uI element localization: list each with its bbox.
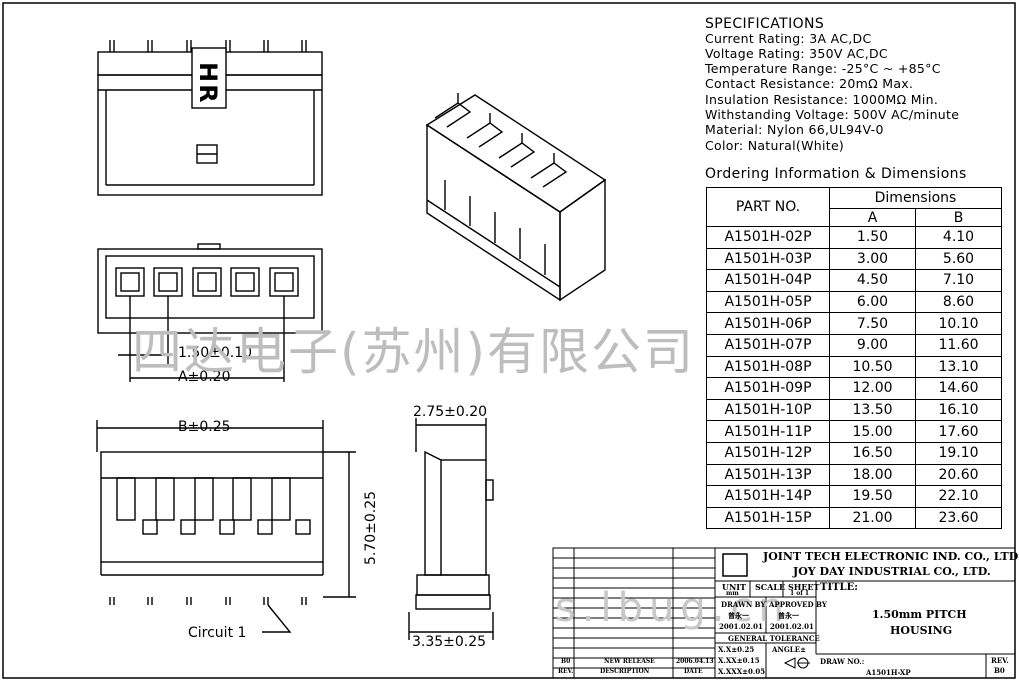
tolerance-3: X.XXX±0.05 <box>718 667 766 676</box>
date-header: DATE <box>684 668 703 675</box>
specifications-title: SPECIFICATIONS <box>705 16 825 32</box>
rev-row-rev: B0 <box>561 658 571 665</box>
description-header: DESCRIPTION <box>600 668 650 675</box>
width-dimension: 3.35±0.25 <box>412 634 487 650</box>
depth-dimension: 2.75±0.20 <box>413 404 488 420</box>
tolerance-2: X.XX±0.15 <box>718 656 760 665</box>
bottom-view <box>97 243 323 382</box>
front-elevation <box>96 420 356 633</box>
a-dimension: A±0.20 <box>178 369 231 385</box>
drawn-label: DRAWN BY <box>721 600 766 609</box>
col-b-header: B <box>915 208 1002 227</box>
drawn-name: 曾永一 <box>728 611 749 620</box>
drawing-title-2: HOUSING <box>890 624 953 637</box>
rev-value: B0 <box>994 666 1005 675</box>
rev-row-date: 2006.04.13 <box>676 658 714 665</box>
spec-line: Temperature Range: -25°C ~ +85°C <box>705 61 941 76</box>
isometric-view <box>425 93 607 302</box>
tolerance-label: GENERAL TOLERANCE <box>728 634 820 643</box>
spec-line: Color: Natural(White) <box>705 138 845 153</box>
angle-label: ANGLE± <box>772 645 806 654</box>
unit-value: mm <box>726 590 739 597</box>
title-block <box>552 547 1016 679</box>
spec-line: Insulation Resistance: 1000MΩ Min. <box>705 92 939 107</box>
rev-row-desc: NEW RELEASE <box>604 658 655 665</box>
spec-line: Material: Nylon 66,UL94V-0 <box>705 122 884 137</box>
rev-label: REV. <box>991 656 1009 665</box>
top-view <box>97 40 323 196</box>
company-name-1: JOINT TECH ELECTRONIC IND. CO., LTD. <box>763 550 1019 563</box>
pitch-dimension: 1.50±0.10 <box>178 345 253 361</box>
rev-header: REV. <box>558 668 574 675</box>
b-dimension: B±0.25 <box>178 419 231 435</box>
part-number-header: PART NO. <box>706 187 830 227</box>
draw-no-label: DRAW NO.: <box>820 657 865 666</box>
company-name-2: JOY DAY INDUSTRIAL CO., LTD. <box>793 565 991 578</box>
unit-label: UNIT <box>722 582 746 592</box>
title-label: TITLE: <box>820 582 858 593</box>
watermark: 四达电子(苏州)有限公司 <box>132 323 696 381</box>
spec-line: Contact Resistance: 20mΩ Max. <box>705 76 914 91</box>
drawn-date: 2001.02.01 <box>719 622 763 631</box>
scale-label: SCALE <box>755 582 786 592</box>
spec-line: Withstanding Voltage: 500V AC/minute <box>705 107 960 122</box>
draw-no-value: A1501H-XP <box>866 668 911 677</box>
approved-name: 曾永一 <box>778 611 799 620</box>
hr-logo: HR <box>194 62 222 105</box>
watermark-secondary: s.lbug.cn <box>555 585 790 631</box>
height-dimension: 5.70±0.25 <box>363 490 380 566</box>
spec-line: Voltage Rating: 350V AC,DC <box>705 46 888 61</box>
spec-line: Current Rating: 3A AC,DC <box>705 31 872 46</box>
side-elevation <box>408 418 494 640</box>
dimensions-header: Dimensions <box>829 187 1002 209</box>
sheet-value: 1 of 1 <box>790 590 810 597</box>
col-a-header: A <box>829 208 916 227</box>
tolerance-1: X.X±0.25 <box>718 645 755 654</box>
drawing-title-1: 1.50mm PITCH <box>872 608 967 621</box>
ordering-title: Ordering Information & Dimensions <box>705 166 967 182</box>
approved-label: APPROVED BY <box>769 600 827 609</box>
sheet-label: SHEET <box>788 582 820 592</box>
approved-date: 2001.02.01 <box>770 622 814 631</box>
circuit-label: Circuit 1 <box>188 625 247 641</box>
